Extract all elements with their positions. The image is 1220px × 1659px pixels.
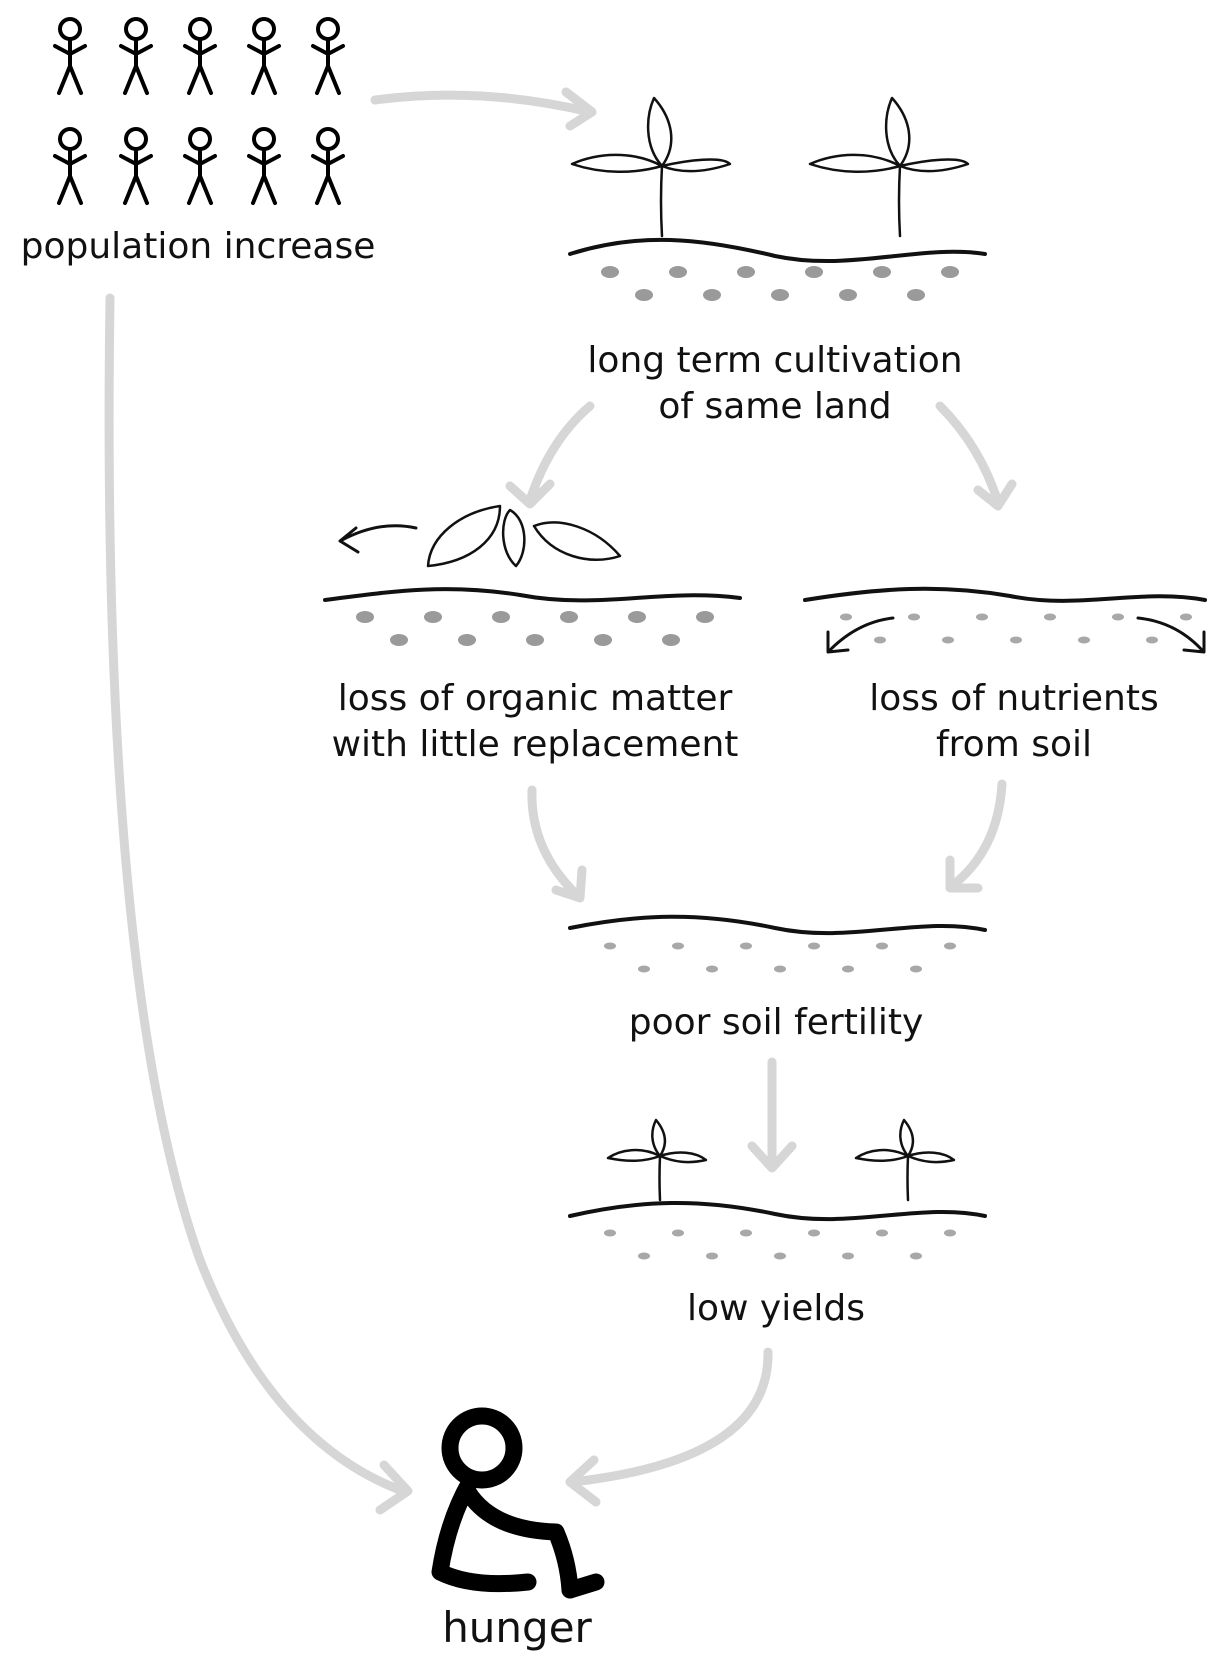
poor-soil-field-icon [568,914,987,973]
arrow-fertility-to-yields [747,1057,797,1173]
stick-figure-icon [53,127,87,205]
arrow-cultivation-to-nutrients [935,401,1017,511]
hunger-label: hunger [442,1603,592,1652]
seedling-icon [606,1118,708,1202]
curved-arrow-icon [1136,616,1206,654]
cultivation-label-line2: of same land [658,386,891,427]
falling-leaves-icon [338,504,622,568]
stick-figure-icon [183,17,217,95]
stick-figure-icon [247,127,281,205]
seedling-icon [570,96,732,238]
nutrients-label-line2: from soil [936,724,1092,765]
flow-arrows [104,87,1017,1515]
sitting-person-icon [431,1407,605,1599]
fertility-label: poor soil fertility [629,1002,924,1043]
low-yield-field-icon [568,1118,987,1260]
arrow-cultivation-to-organic [505,401,595,509]
organic-label-line1: loss of organic matter [338,678,733,719]
arrow-population-to-hunger [104,293,413,1515]
healthy-field-icon [568,96,987,301]
stick-figure-icon [311,127,345,205]
organic-label-line2: with little replacement [332,724,739,765]
nutrient-loss-field-icon [803,586,1207,654]
yields-label: low yields [687,1288,865,1329]
seedling-icon [808,96,970,238]
arrow-nutrients-to-fertility [945,779,1007,893]
curved-arrow-icon [826,616,895,654]
stick-figure-icon [183,127,217,205]
nutrients-label-line1: loss of nutrients [869,678,1159,719]
seedling-icon [854,1118,956,1202]
arrow-population-to-cultivation [370,87,597,131]
stick-figure-icon [119,127,153,205]
arrow-organic-to-fertility [527,785,587,903]
organic-loss-field-icon [323,504,742,646]
crowd-icon [53,17,345,205]
stick-figure-icon [247,17,281,95]
population-label: population increase [21,226,376,267]
stick-figure-icon [311,17,345,95]
cultivation-label-line1: long term cultivation [587,340,962,381]
arrow-yields-to-hunger [565,1347,773,1507]
stick-figure-icon [119,17,153,95]
stick-figure-icon [53,17,87,95]
